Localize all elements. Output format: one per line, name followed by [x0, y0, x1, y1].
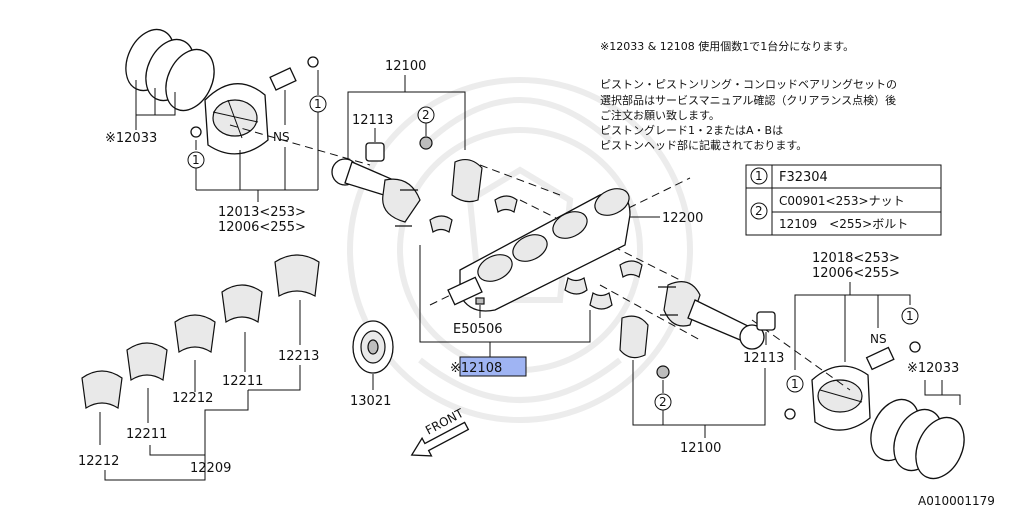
- note-line-2: ピストン・ピストンリング・コンロッドベアリングセットの: [600, 77, 897, 91]
- main-bearings-lower[interactable]: [564, 277, 613, 310]
- circlip-left-top[interactable]: [307, 56, 319, 68]
- bearing-set-highlight[interactable]: [459, 356, 527, 377]
- note-line-1: ※12033 & 12108 使用個数1で1台分になります。: [600, 39, 854, 53]
- legend-text-1: F32304: [779, 170, 828, 185]
- main-bearings-upper[interactable]: [429, 195, 643, 278]
- label-brg-12211b: 12211: [126, 427, 167, 442]
- circled-1-right-b: 1: [791, 377, 799, 391]
- label-bush-right: 12113: [743, 351, 784, 366]
- piston-pin-left[interactable]: [269, 67, 297, 91]
- label-rod-top: 12100: [385, 59, 426, 74]
- rod-bolts-bottom[interactable]: [658, 286, 678, 316]
- label-rod-bottom: 12100: [680, 441, 721, 456]
- label-piston-right-1: 12018<253>: [812, 251, 900, 266]
- legend-mark-2: 2: [755, 204, 763, 218]
- circlip-right-bottom[interactable]: [784, 408, 796, 420]
- legend-table: 1 2 F32304 C00901<253>ナット 12109 <255>ボルト: [745, 164, 942, 236]
- note-line-5: ピストングレード1・2またはA・Bは: [600, 123, 783, 137]
- front-arrow: FRONT: [410, 406, 470, 457]
- note-line-6: ピストンヘッド部に記載されております。: [600, 138, 807, 152]
- figure-code: A010001179: [918, 494, 995, 508]
- crank-sprocket[interactable]: [352, 320, 394, 374]
- piston-right[interactable]: [811, 365, 871, 431]
- label-piston-right-2: 12006<255>: [812, 266, 900, 281]
- rod-cap-bottom[interactable]: [619, 315, 649, 359]
- label-brg-12212a: 12212: [172, 391, 213, 406]
- label-bearing-set: ※12108: [450, 361, 502, 376]
- label-sprocket: 13021: [350, 394, 391, 409]
- label-brg-12212b: 12212: [78, 454, 119, 469]
- note-line-3: 選択部品はサービスマニュアル確認（クリアランス点検）後: [600, 93, 896, 107]
- bearing-shells-stack[interactable]: [81, 254, 320, 410]
- label-woodruff: E50506: [453, 322, 503, 337]
- label-brg-12213: 12213: [278, 349, 319, 364]
- circlip-right-top[interactable]: [909, 341, 921, 353]
- rod-bush-right[interactable]: [756, 311, 776, 331]
- label-bush-top: 12113: [352, 113, 393, 128]
- crankshaft[interactable]: [447, 184, 633, 312]
- label-piston-left-2: 12006<255>: [218, 220, 306, 235]
- legend-text-3: 12109 <255>ボルト: [779, 217, 908, 231]
- piston-left[interactable]: [204, 82, 269, 155]
- circled-2-bottom: 2: [659, 395, 667, 409]
- piston-rings-left[interactable]: [117, 22, 224, 119]
- label-ring-right: ※12033: [907, 361, 959, 376]
- legend-text-2: C00901<253>ナット: [779, 194, 905, 208]
- connecting-rod-bottom[interactable]: [663, 281, 765, 350]
- nut-top[interactable]: [419, 136, 433, 150]
- label-ns-right: NS: [870, 332, 887, 346]
- rod-bolts-top[interactable]: [395, 189, 418, 227]
- circled-1-left-a: 1: [314, 97, 322, 111]
- woodruff-key[interactable]: [475, 297, 485, 305]
- circled-2-top: 2: [422, 108, 430, 122]
- piston-pin-right[interactable]: [865, 346, 895, 371]
- rod-cap-top[interactable]: [451, 158, 483, 203]
- nut-bottom[interactable]: [656, 365, 670, 379]
- piston-rings-right[interactable]: [862, 392, 974, 487]
- label-ring-left: ※12033: [105, 131, 157, 146]
- label-brg-12211a: 12211: [222, 374, 263, 389]
- rod-bush-top[interactable]: [365, 142, 385, 162]
- note-line-4: ご注文お願い致します。: [600, 108, 720, 122]
- circlip-left-bottom[interactable]: [190, 126, 202, 138]
- circled-1-right-a: 1: [906, 309, 914, 323]
- circled-1-left-b: 1: [192, 153, 200, 167]
- label-ns-left: NS: [273, 130, 290, 144]
- legend-mark-1: 1: [755, 169, 763, 183]
- label-piston-left-1: 12013<253>: [218, 205, 306, 220]
- label-crank: 12200: [662, 211, 703, 226]
- label-brg-12209: 12209: [190, 461, 231, 476]
